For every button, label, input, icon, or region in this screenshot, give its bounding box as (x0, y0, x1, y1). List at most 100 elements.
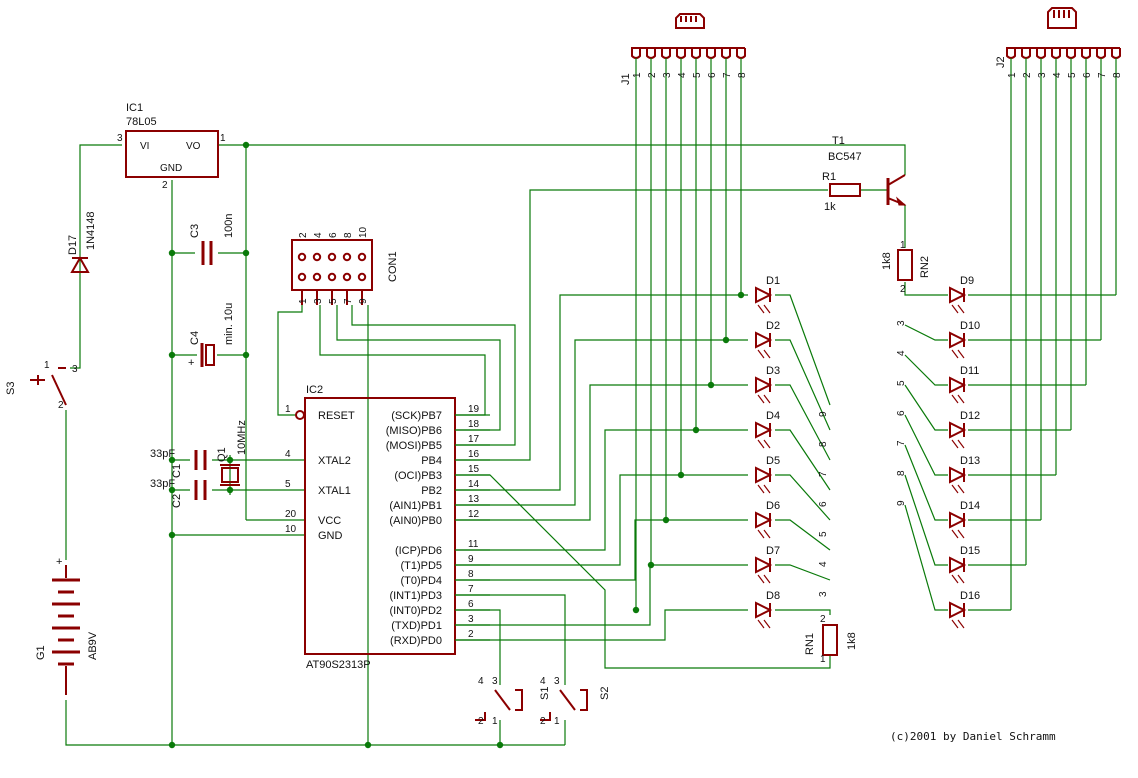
regulator-ic1: IC1 78L05 VI VO GND 3 1 2 (117, 102, 226, 191)
ic1-pin-gnd: 2 (162, 180, 168, 191)
q1-ref: Q1 (216, 447, 228, 462)
g1-plus: + (56, 556, 62, 568)
rn1-ref: RN1 (804, 633, 816, 655)
c4-value: min. 10u (223, 303, 235, 345)
j1-ref: J1 (620, 73, 632, 85)
ic2-pinnum-1: 1 (285, 404, 291, 415)
con1-hole-9 (357, 272, 367, 282)
led-d2: D2 (755, 320, 780, 359)
j1-pin-2 (646, 48, 656, 59)
j1-pin-label-5: 5 (692, 72, 703, 78)
j2-pin-1 (1006, 48, 1016, 59)
switch-s3: 1 2 3 S3 (5, 360, 78, 411)
rn1-pin-7: 7 (818, 471, 829, 477)
led-d1: D1 (755, 275, 780, 314)
led-label-d10: D10 (960, 320, 980, 332)
led-label-d14: D14 (960, 500, 980, 512)
led-label-d12: D12 (960, 410, 980, 422)
mcu-ic2: IC2 AT90S2313P RESET1XTAL24XTAL15VCC20GN… (285, 384, 490, 671)
resistor-r1: R1 1k (822, 171, 861, 213)
s1-pin3: 3 (492, 676, 498, 687)
j2-pin-3 (1036, 48, 1046, 59)
ic1-vo: VO (186, 141, 201, 152)
rn2-pin1: 1 (900, 240, 906, 251)
s3-pin2: 2 (58, 400, 64, 411)
c3-ref: C3 (189, 224, 201, 238)
rn2-pin-3: 3 (896, 320, 907, 326)
led-d3: D3 (755, 365, 780, 404)
j2-pin-label-6: 6 (1082, 72, 1093, 78)
rn2-pin-6: 6 (896, 410, 907, 416)
ic2-pin-7: (INT1)PD3 (389, 590, 442, 602)
j1-pin-label-8: 8 (737, 72, 748, 78)
switch-s2: 4 3 2 1 S2 (540, 676, 611, 727)
led-d8: D8 (755, 590, 780, 629)
ic2-pin-xtal1: XTAL1 (318, 485, 351, 497)
con1-hole-3 (312, 272, 322, 282)
s1-pin1: 1 (492, 716, 498, 727)
led-label-d6: D6 (766, 500, 780, 512)
t1-value: BC547 (828, 151, 862, 163)
j2-pin-7 (1096, 48, 1106, 59)
q1-value: 10MHz (236, 420, 248, 455)
d17-ref: D17 (67, 235, 79, 255)
led-d15: D15 (949, 545, 980, 584)
con1-hole-8 (342, 252, 352, 262)
j2-pin-6 (1081, 48, 1091, 59)
transistor-t1: T1 BC547 (828, 135, 907, 206)
ic2-pinnum-2: 2 (468, 629, 474, 640)
con1-hole-2 (297, 252, 307, 262)
s2-pin3: 3 (554, 676, 560, 687)
j1-pin-1 (631, 48, 641, 59)
led-d11: D11 (949, 365, 979, 404)
crystal-caps: 33pF 33pF C1 C2 Q1 10MHz (150, 420, 248, 508)
rn2-pin-5: 5 (896, 380, 907, 386)
rn1-pin1: 1 (820, 654, 826, 665)
ic2-pin-9: (T1)PD5 (400, 560, 442, 572)
rn1-pin-6: 6 (818, 501, 829, 507)
g1-ref: G1 (35, 645, 47, 660)
led-label-d2: D2 (766, 320, 780, 332)
s1-pin2: 2 (478, 716, 484, 727)
rn2-ref: RN2 (919, 256, 931, 278)
j1-pin-6 (706, 48, 716, 59)
ic2-pin-17: (MOSI)PB5 (386, 440, 442, 452)
j2-pin-8 (1111, 48, 1121, 59)
c4-ref: C4 (189, 331, 201, 345)
ic2-pin-15: (OCI)PB3 (394, 470, 442, 482)
con1-pin-2: 2 (298, 232, 309, 238)
rn1-pin-3: 3 (818, 591, 829, 597)
switch-s1: 4 3 2 1 S1 (475, 676, 551, 727)
d17-value: 1N4148 (85, 211, 97, 250)
ic2-pin-2: (RXD)PD0 (390, 635, 442, 647)
c3-value: 100n (223, 214, 235, 238)
ic2-pin-gnd: GND (318, 530, 343, 542)
rn1-pin2: 2 (820, 614, 826, 625)
con1-hole-7 (342, 272, 352, 282)
s2-pin2: 2 (540, 716, 546, 727)
con1-pin-5: 5 (328, 298, 339, 304)
capacitor-c3: C3 100n (189, 214, 235, 265)
rn2-value: 1k8 (881, 252, 893, 270)
j2-pin-4 (1051, 48, 1061, 59)
led-d6: D6 (755, 500, 780, 539)
j1-pin-label-4: 4 (677, 72, 688, 78)
con1-pin-9: 9 (358, 298, 369, 304)
ic2-pinnum-17: 17 (468, 434, 480, 445)
j2-pin-label-8: 8 (1112, 72, 1123, 78)
capacitor-c4: + C4 min. 10u (188, 303, 235, 369)
j2-pin-label-1: 1 (1007, 72, 1018, 78)
rn2-pin-9: 9 (896, 500, 907, 506)
ic1-pin-out: 1 (220, 133, 226, 144)
ic2-pin-reset: RESET (318, 410, 355, 422)
ic2-pinnum-4: 4 (285, 449, 291, 460)
j1-pin-label-2: 2 (647, 72, 658, 78)
ic2-pinnum-5: 5 (285, 479, 291, 490)
j2-pin-label-2: 2 (1022, 72, 1033, 78)
ic2-pin-18: (MISO)PB6 (386, 425, 442, 437)
ic2-pin-8: (T0)PD4 (400, 575, 442, 587)
